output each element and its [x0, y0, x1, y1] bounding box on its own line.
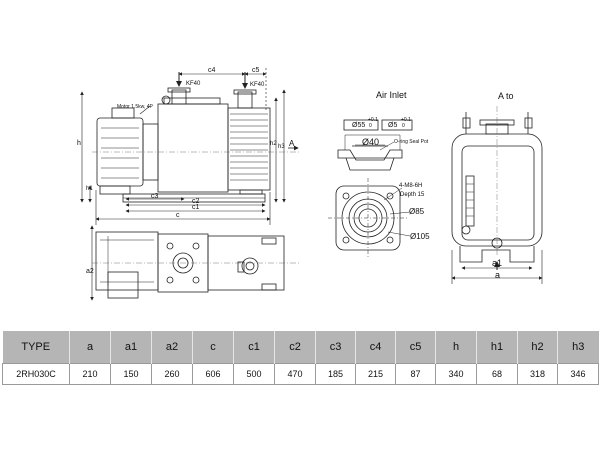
a-to-title: A to: [498, 91, 514, 101]
header-a1: a1: [110, 331, 152, 364]
dim-h1: h1: [86, 186, 93, 192]
header-c5: c5: [395, 331, 436, 364]
cell-type: 2RH030C: [2, 363, 70, 385]
dia85-label: Ø85: [409, 207, 425, 216]
cell-c3: 185: [315, 363, 356, 385]
header-c: c: [192, 331, 234, 364]
technical-drawing: [80, 68, 543, 301]
header-a2: a2: [151, 331, 193, 364]
cell-c4: 215: [355, 363, 396, 385]
cell-a2: 260: [151, 363, 193, 385]
arrow-a-label: A: [289, 139, 295, 148]
spec-header-row: TYPE a a1 a2 c c1 c2 c3 c4 c5 h h1 h2 h3: [2, 331, 599, 364]
header-a: a: [69, 331, 111, 364]
cell-a1: 150: [110, 363, 152, 385]
dim-c2: c2: [192, 198, 200, 205]
o-ring-label: O-ring Seal Pot: [394, 139, 429, 145]
top-view: [95, 231, 285, 299]
kf40-left-label: KF40: [186, 81, 201, 87]
dia5-label: Ø5: [388, 122, 398, 129]
dim-c: c: [176, 212, 180, 219]
table-row: 2RH030C 210 150 260 606 500 470 185 215 …: [2, 363, 599, 385]
depth-label: Depth 15: [400, 192, 425, 198]
side-view: [96, 87, 271, 203]
cell-h1: 68: [476, 363, 518, 385]
cell-h2: 318: [517, 363, 558, 385]
dim-c3: c3: [151, 193, 159, 200]
air-inlet-section: [337, 119, 413, 171]
spec-table: TYPE a a1 a2 c c1 c2 c3 c4 c5 h h1 h2 h3…: [2, 331, 599, 385]
motor-label: Motor 1.5kw, 4P: [117, 104, 153, 110]
tol55-lower: 0: [369, 123, 372, 129]
header-c3: c3: [315, 331, 356, 364]
cell-a: 210: [69, 363, 111, 385]
tol55-upper: +0.1: [368, 117, 378, 123]
dim-h2: h2: [270, 141, 277, 147]
cell-c1: 500: [233, 363, 275, 385]
cell-c2: 470: [274, 363, 316, 385]
cell-h: 340: [435, 363, 477, 385]
header-h3: h3: [557, 331, 599, 364]
tol5-upper: +0.1: [401, 117, 411, 123]
dim-a2: a2: [86, 268, 94, 275]
header-c2: c2: [274, 331, 316, 364]
dim-h: h: [77, 140, 81, 147]
dim-c4: c4: [208, 67, 216, 74]
cell-h3: 346: [557, 363, 599, 385]
tol5-lower: 0: [402, 123, 405, 129]
cell-c5: 87: [395, 363, 436, 385]
dia105-label: Ø105: [410, 232, 430, 241]
cell-c: 606: [192, 363, 234, 385]
dim-a: a: [495, 270, 501, 280]
header-c1: c1: [233, 331, 275, 364]
kf40-right-label: KF40: [250, 82, 265, 88]
header-c4: c4: [355, 331, 396, 364]
air-inlet-title: Air Inlet: [376, 90, 407, 100]
dia40-label: Ø40: [362, 137, 380, 147]
dim-a1: a1: [492, 258, 503, 268]
bolt-spec-label: 4-M8-6H: [399, 183, 423, 189]
header-h2: h2: [517, 331, 558, 364]
dim-c1: c1: [192, 204, 200, 211]
dim-h3: h3: [278, 144, 285, 150]
header-type: TYPE: [2, 331, 70, 364]
header-h1: h1: [476, 331, 518, 364]
dim-c5: c5: [252, 67, 260, 74]
dia55-label: Ø55: [352, 122, 366, 129]
header-h: h: [435, 331, 477, 364]
